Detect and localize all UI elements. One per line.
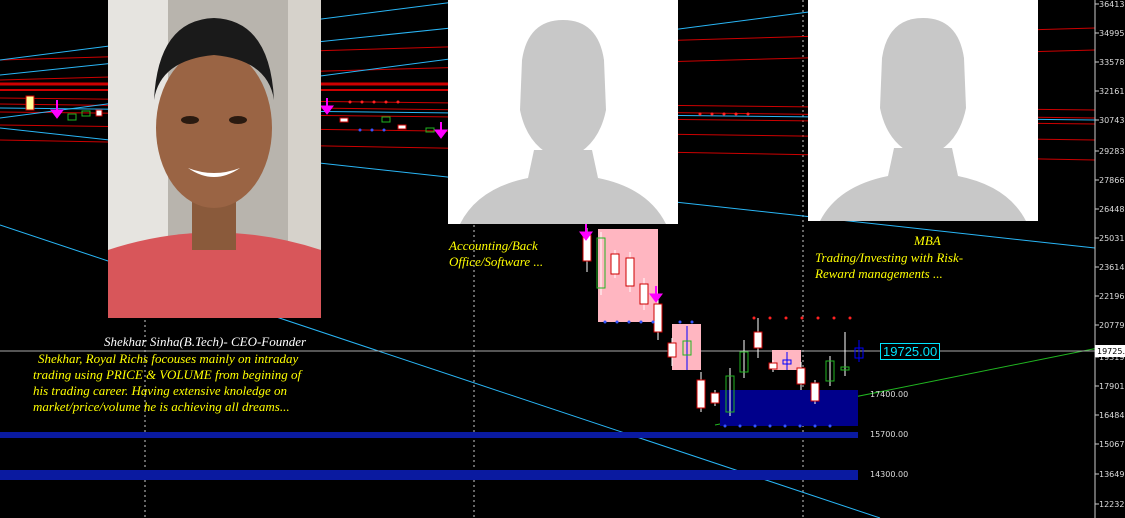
level-dots	[348, 100, 852, 320]
price-label: 12232.4	[1099, 500, 1125, 509]
support-band	[0, 470, 858, 480]
mba-line: Reward managements ...	[815, 266, 943, 281]
founder-line: his trading career. Having extensive kno…	[33, 383, 288, 398]
price-label: 25031.5	[1099, 234, 1125, 243]
price-label: 27866.2	[1099, 176, 1125, 185]
price-label: 16484.4	[1099, 411, 1125, 420]
mba-description: Trading/Investing with Risk- Reward mana…	[815, 250, 1035, 282]
mba-line: Trading/Investing with Risk-	[815, 250, 964, 265]
person-silhouette-icon	[808, 0, 1038, 221]
price-label: 29283.5	[1099, 147, 1125, 156]
axis-current-price: 19725.00	[1097, 347, 1125, 356]
price-label: 23614.1	[1099, 263, 1125, 272]
founder-description: Shekhar, Royal Richs focouses mainly on …	[33, 351, 373, 415]
accounting-description: Accounting/Back Office/Software ...	[449, 238, 589, 270]
founder-photo	[108, 0, 321, 318]
band-label: 14300.00	[870, 470, 908, 479]
founder-name: Shekhar Sinha(B.Tech)- CEO-Founder	[104, 334, 307, 349]
price-label: 20779.4	[1099, 321, 1125, 330]
person-silhouette-icon	[448, 0, 678, 224]
price-label: 34995.9	[1099, 29, 1125, 38]
accounting-line: Office/Software ...	[449, 254, 544, 269]
price-label: 33578.5	[1099, 58, 1125, 67]
founder-line: trading using PRICE & VOLUME from begini…	[33, 367, 302, 382]
axis-current-price-box	[1095, 345, 1125, 357]
price-label: 36413.2	[1099, 0, 1125, 9]
price-label: 30743.8	[1099, 116, 1125, 125]
support-band	[0, 432, 858, 438]
founder-line: Shekhar, Royal Richs focouses mainly on …	[38, 351, 299, 366]
price-axis: 36413.2 34995.9 33578.5 32161.2 30743.8 29283…	[1095, 0, 1125, 509]
candles	[582, 228, 864, 416]
founder-line: market/price/volume he is achieving all …	[33, 399, 290, 414]
price-label: 22196.8	[1099, 292, 1125, 301]
price-label: 26448.8	[1099, 205, 1125, 214]
demand-zone	[720, 390, 858, 426]
early-candles	[25, 95, 435, 133]
sell-arrow-icon	[50, 98, 663, 303]
mba-title: MBA	[914, 233, 941, 248]
price-label: 13649.7	[1099, 470, 1125, 479]
band-label: 17400.00	[870, 390, 908, 399]
price-label: 19319.5	[1099, 353, 1125, 362]
level-dots-blue	[358, 128, 832, 428]
band-label: 15700.00	[870, 430, 908, 439]
price-label: 15067.1	[1099, 440, 1125, 449]
price-label: 32161.2	[1099, 87, 1125, 96]
price-label: 17901.8	[1099, 382, 1125, 391]
current-price-label: 19725.00	[880, 343, 941, 360]
accounting-line: Accounting/Back	[449, 238, 538, 253]
